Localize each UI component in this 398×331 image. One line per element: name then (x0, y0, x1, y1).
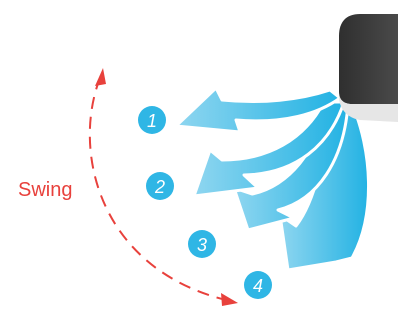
air-conditioner-unit (339, 14, 398, 122)
position-badge-4: 4 (244, 271, 272, 299)
swing-label: Swing (18, 179, 72, 201)
position-number-4: 4 (253, 276, 263, 296)
position-badge-2: 2 (146, 172, 174, 200)
position-number-1: 1 (147, 111, 157, 131)
position-badge-3: 3 (188, 230, 216, 258)
position-badge-1: 1 (138, 106, 166, 134)
unit-body (339, 14, 398, 104)
position-number-2: 2 (154, 177, 165, 197)
arc-arrowhead-up-icon (95, 68, 106, 86)
position-number-3: 3 (197, 235, 207, 255)
arc-arrowhead-right-icon (221, 293, 238, 306)
